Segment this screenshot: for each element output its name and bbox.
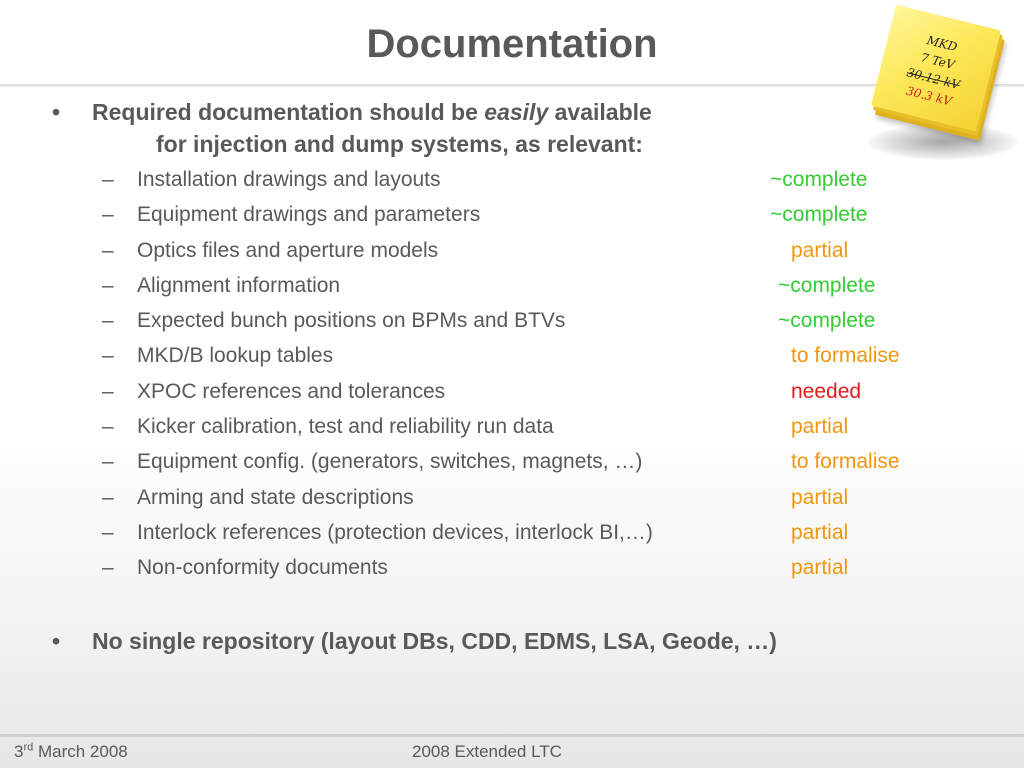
title-divider [0,84,1024,87]
list-item: –Optics files and aperture models partial [102,235,932,270]
dash-marker: – [102,485,114,509]
documentation-items-list: –Installation drawings and layouts~compl… [102,164,932,588]
dash-marker: – [102,203,114,227]
dash-marker: – [102,379,114,403]
list-item: –Kicker calibration, test and reliabilit… [102,411,932,446]
item-label: Installation drawings and layouts [137,168,441,191]
footer-date: 3rd March 2008 [14,741,128,761]
dash-marker: – [102,415,114,439]
footer-divider [0,734,1024,737]
list-item: –Arming and state descriptions partial [102,482,932,517]
status-text: partial [791,556,849,580]
item-label: Non-conformity documents [137,556,388,580]
sticky-note-shadow [868,124,1018,160]
dash-marker: – [102,556,114,580]
item-label: Optics files and aperture models [137,238,439,262]
sticky-note: MKD 7 TeV 30.12 kV 30.3 kV [871,4,1001,132]
list-item: –Expected bunch positions on BPMs and BT… [102,305,932,340]
status-text: ~complete [778,309,876,333]
item-label: Arming and state descriptions [137,485,414,509]
item-label: Interlock references (protection devices… [137,520,653,544]
bullet-text: Required documentation should be easily … [92,99,652,125]
dash-marker: – [102,168,114,191]
dash-marker: – [102,309,114,333]
list-item: –XPOC references and tolerances needed [102,376,932,411]
dash-marker: – [102,520,114,544]
dash-marker: – [102,238,114,262]
bullet-dot: • [52,628,61,654]
status-text: partial [791,238,849,262]
dash-marker: – [102,450,114,474]
status-text: to formalise [791,344,900,368]
item-label: MKD/B lookup tables [137,344,334,368]
status-text: ~complete [770,203,868,227]
footer-event: 2008 Extended LTC [412,742,562,761]
bullet-dot: • [52,99,61,125]
status-text: partial [791,520,849,544]
status-text: ~complete [778,273,876,297]
list-item: –Equipment config. (generators, switches… [102,446,932,481]
status-text: to formalise [791,450,900,474]
status-text: partial [791,485,849,509]
list-item: –Alignment information ~complete [102,270,932,305]
bullet-text: No single repository (layout DBs, CDD, E… [92,628,777,654]
item-label: Equipment drawings and parameters [137,203,481,227]
list-item: –Interlock references (protection device… [102,517,932,552]
item-label: Alignment information [137,273,341,297]
bullet-continuation-text: for injection and dump systems, as relev… [156,131,643,157]
item-label: Expected bunch positions on BPMs and BTV… [137,309,566,333]
item-label: Equipment config. (generators, switches,… [137,450,643,474]
list-item: –Non-conformity documents partial [102,552,932,587]
status-text: partial [791,415,849,439]
status-text: needed [791,379,862,403]
item-label: XPOC references and tolerances [137,379,446,403]
item-label: Kicker calibration, test and reliability… [137,415,554,439]
slide-title: Documentation [366,22,658,66]
sticky-note-graphic: MKD 7 TeV 30.12 kV 30.3 kV [852,0,1024,168]
list-item: –Equipment drawings and parameters ~compl… [102,199,932,234]
status-text: ~complete [770,168,868,191]
dash-marker: – [102,344,114,368]
list-item: –Installation drawings and layouts ~compl… [102,164,932,199]
dash-marker: – [102,273,114,297]
list-item: –MKD/B lookup tables to formalise [102,340,932,375]
